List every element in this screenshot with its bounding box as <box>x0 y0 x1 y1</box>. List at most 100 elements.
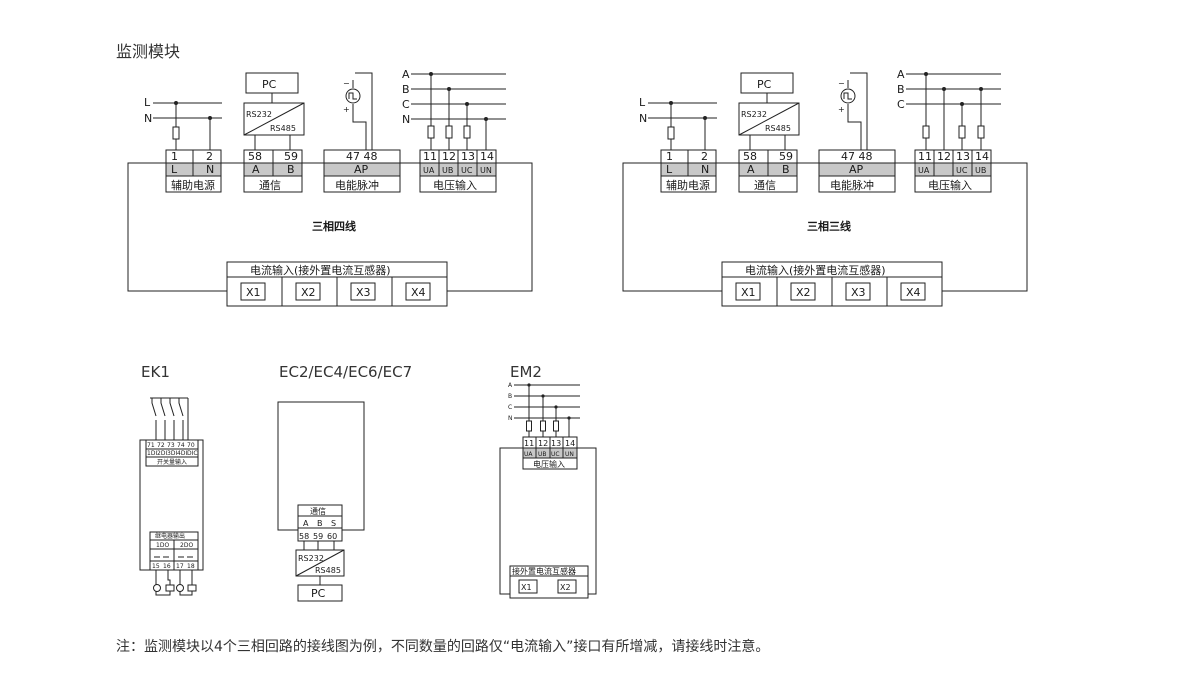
terminal-num: 2 <box>701 150 708 163</box>
line-label-b: B <box>897 83 905 96</box>
line-label-c: C <box>508 404 512 411</box>
terminal-num: 18 <box>187 563 195 570</box>
current-input-label: 接外置电流互感器 <box>512 566 576 576</box>
converter-top: RS232 <box>246 110 272 119</box>
terminal-label: 电压输入 <box>928 178 972 192</box>
terminal-name: L <box>171 163 178 176</box>
port-label: X2 <box>560 583 571 592</box>
terminal-num: 58 <box>248 150 262 163</box>
line-label-n: N <box>639 112 647 125</box>
terminal-num: 15 <box>152 563 160 570</box>
port-label: X1 <box>521 583 532 592</box>
terminal-num: 13 <box>461 150 475 163</box>
terminal-name: 1DI <box>147 450 157 457</box>
wiring-caption: 三相四线 <box>312 219 356 233</box>
terminal-name: DIC <box>187 450 198 457</box>
load-icon <box>153 584 161 592</box>
terminal-name: UC <box>956 166 968 175</box>
terminal-num: 70 <box>187 442 195 449</box>
footnote: 注：监测模块以4个三相回路的接线图为例，不同数量的回路仅“电流输入”接口有所增减… <box>116 639 770 655</box>
terminal-num: 12 <box>442 150 456 163</box>
line-label-a: A <box>897 68 905 81</box>
port-label: X4 <box>411 286 426 299</box>
ct-port <box>295 282 321 301</box>
terminal-name: A <box>303 519 309 528</box>
converter-bottom: RS485 <box>270 124 296 133</box>
port-label: X3 <box>851 286 866 299</box>
minus-sign: − <box>343 79 350 88</box>
converter-top: RS232 <box>298 554 324 563</box>
terminal-name: UN <box>480 166 492 175</box>
terminal-label: 电压输入 <box>533 459 565 469</box>
pc-label: PC <box>311 587 326 600</box>
terminal-name: 3DI <box>167 450 177 457</box>
terminal-label: 通信 <box>754 179 776 192</box>
terminal-label: 电能脉冲 <box>335 178 379 192</box>
terminal-label: 继电器输出 <box>155 532 185 540</box>
terminal-num: 59 <box>313 532 323 541</box>
terminal-num: 14 <box>975 150 989 163</box>
plus-sign: + <box>343 105 350 114</box>
terminal-name: UC <box>551 451 560 458</box>
power-icon <box>187 584 197 592</box>
terminal-num: 58 <box>743 150 757 163</box>
em2-diagram: EM2 A B C N 11 12 13 14 UA UB UC UN 电压输入… <box>499 363 597 599</box>
module-title: EK1 <box>141 363 170 381</box>
terminal-num: 14 <box>565 439 575 448</box>
terminal-num: 1 <box>666 150 673 163</box>
three-wire-diagram: L N 1 2 L N 辅助电源 PC RS232 RS485 58 59 A … <box>622 68 1028 307</box>
minus-sign: − <box>838 79 845 88</box>
terminal-num: 47 48 <box>841 150 873 163</box>
page-title: 监测模块 <box>116 42 180 61</box>
ek1-diagram: EK1 71 72 73 74 70 1DI 2DI 3DI 4DI DIC 开… <box>139 363 204 596</box>
terminal-num: 59 <box>779 150 793 163</box>
terminal-num: 11 <box>918 150 932 163</box>
terminal-num: 11 <box>423 150 437 163</box>
line-label-c: C <box>402 98 410 111</box>
port-label: X1 <box>741 286 756 299</box>
terminal-num: 13 <box>956 150 970 163</box>
terminal-name: A <box>747 163 755 176</box>
line-label-l: L <box>639 96 646 109</box>
terminal-name: A <box>252 163 260 176</box>
terminal-name: AP <box>849 163 864 176</box>
terminal-label: 电能脉冲 <box>830 178 874 192</box>
port-label: X3 <box>356 286 371 299</box>
ct-port <box>350 282 376 301</box>
current-input-label: 电流输入(接外置电流互感器) <box>250 263 391 277</box>
terminal-name: 4DI <box>177 450 187 457</box>
power-icon <box>165 584 175 592</box>
line-label-n: N <box>508 415 513 422</box>
line-label-a: A <box>508 382 513 389</box>
terminal-num: 60 <box>327 532 337 541</box>
terminal-num: 12 <box>937 150 951 163</box>
terminal-num: 12 <box>538 439 548 448</box>
terminal-num: 47 48 <box>346 150 378 163</box>
ec-diagram: EC2/EC4/EC6/EC7 通信 A B S 58 59 60 RS232 … <box>277 363 412 602</box>
terminal-name: 2DO <box>180 542 193 549</box>
terminal-label: 辅助电源 <box>171 178 215 192</box>
terminal-num: 17 <box>176 563 184 570</box>
terminal-num: 73 <box>167 442 175 449</box>
terminal-name: AP <box>354 163 369 176</box>
terminal-name: S <box>331 519 336 528</box>
module-title: EM2 <box>510 363 542 381</box>
terminal-name: B <box>317 519 323 528</box>
terminal-name: B <box>782 163 790 176</box>
terminal-name: UA <box>524 451 533 458</box>
four-wire-diagram: L N 1 2 L N 辅助电源 PC RS232 RS485 58 59 A … <box>127 68 533 307</box>
terminal-label: 电压输入 <box>433 178 477 192</box>
terminal-name: UC <box>461 166 473 175</box>
pc-label: PC <box>262 78 277 91</box>
terminal-name: 2DI <box>157 450 167 457</box>
terminal-name: UA <box>918 166 930 175</box>
terminal-num: 74 <box>177 442 185 449</box>
terminal-name: 1DO <box>156 542 169 549</box>
terminal-num: 11 <box>524 439 534 448</box>
terminal-num: 59 <box>284 150 298 163</box>
converter-top: RS232 <box>741 110 767 119</box>
fuse <box>172 126 180 140</box>
line-label-a: A <box>402 68 410 81</box>
load-icon <box>176 584 184 592</box>
